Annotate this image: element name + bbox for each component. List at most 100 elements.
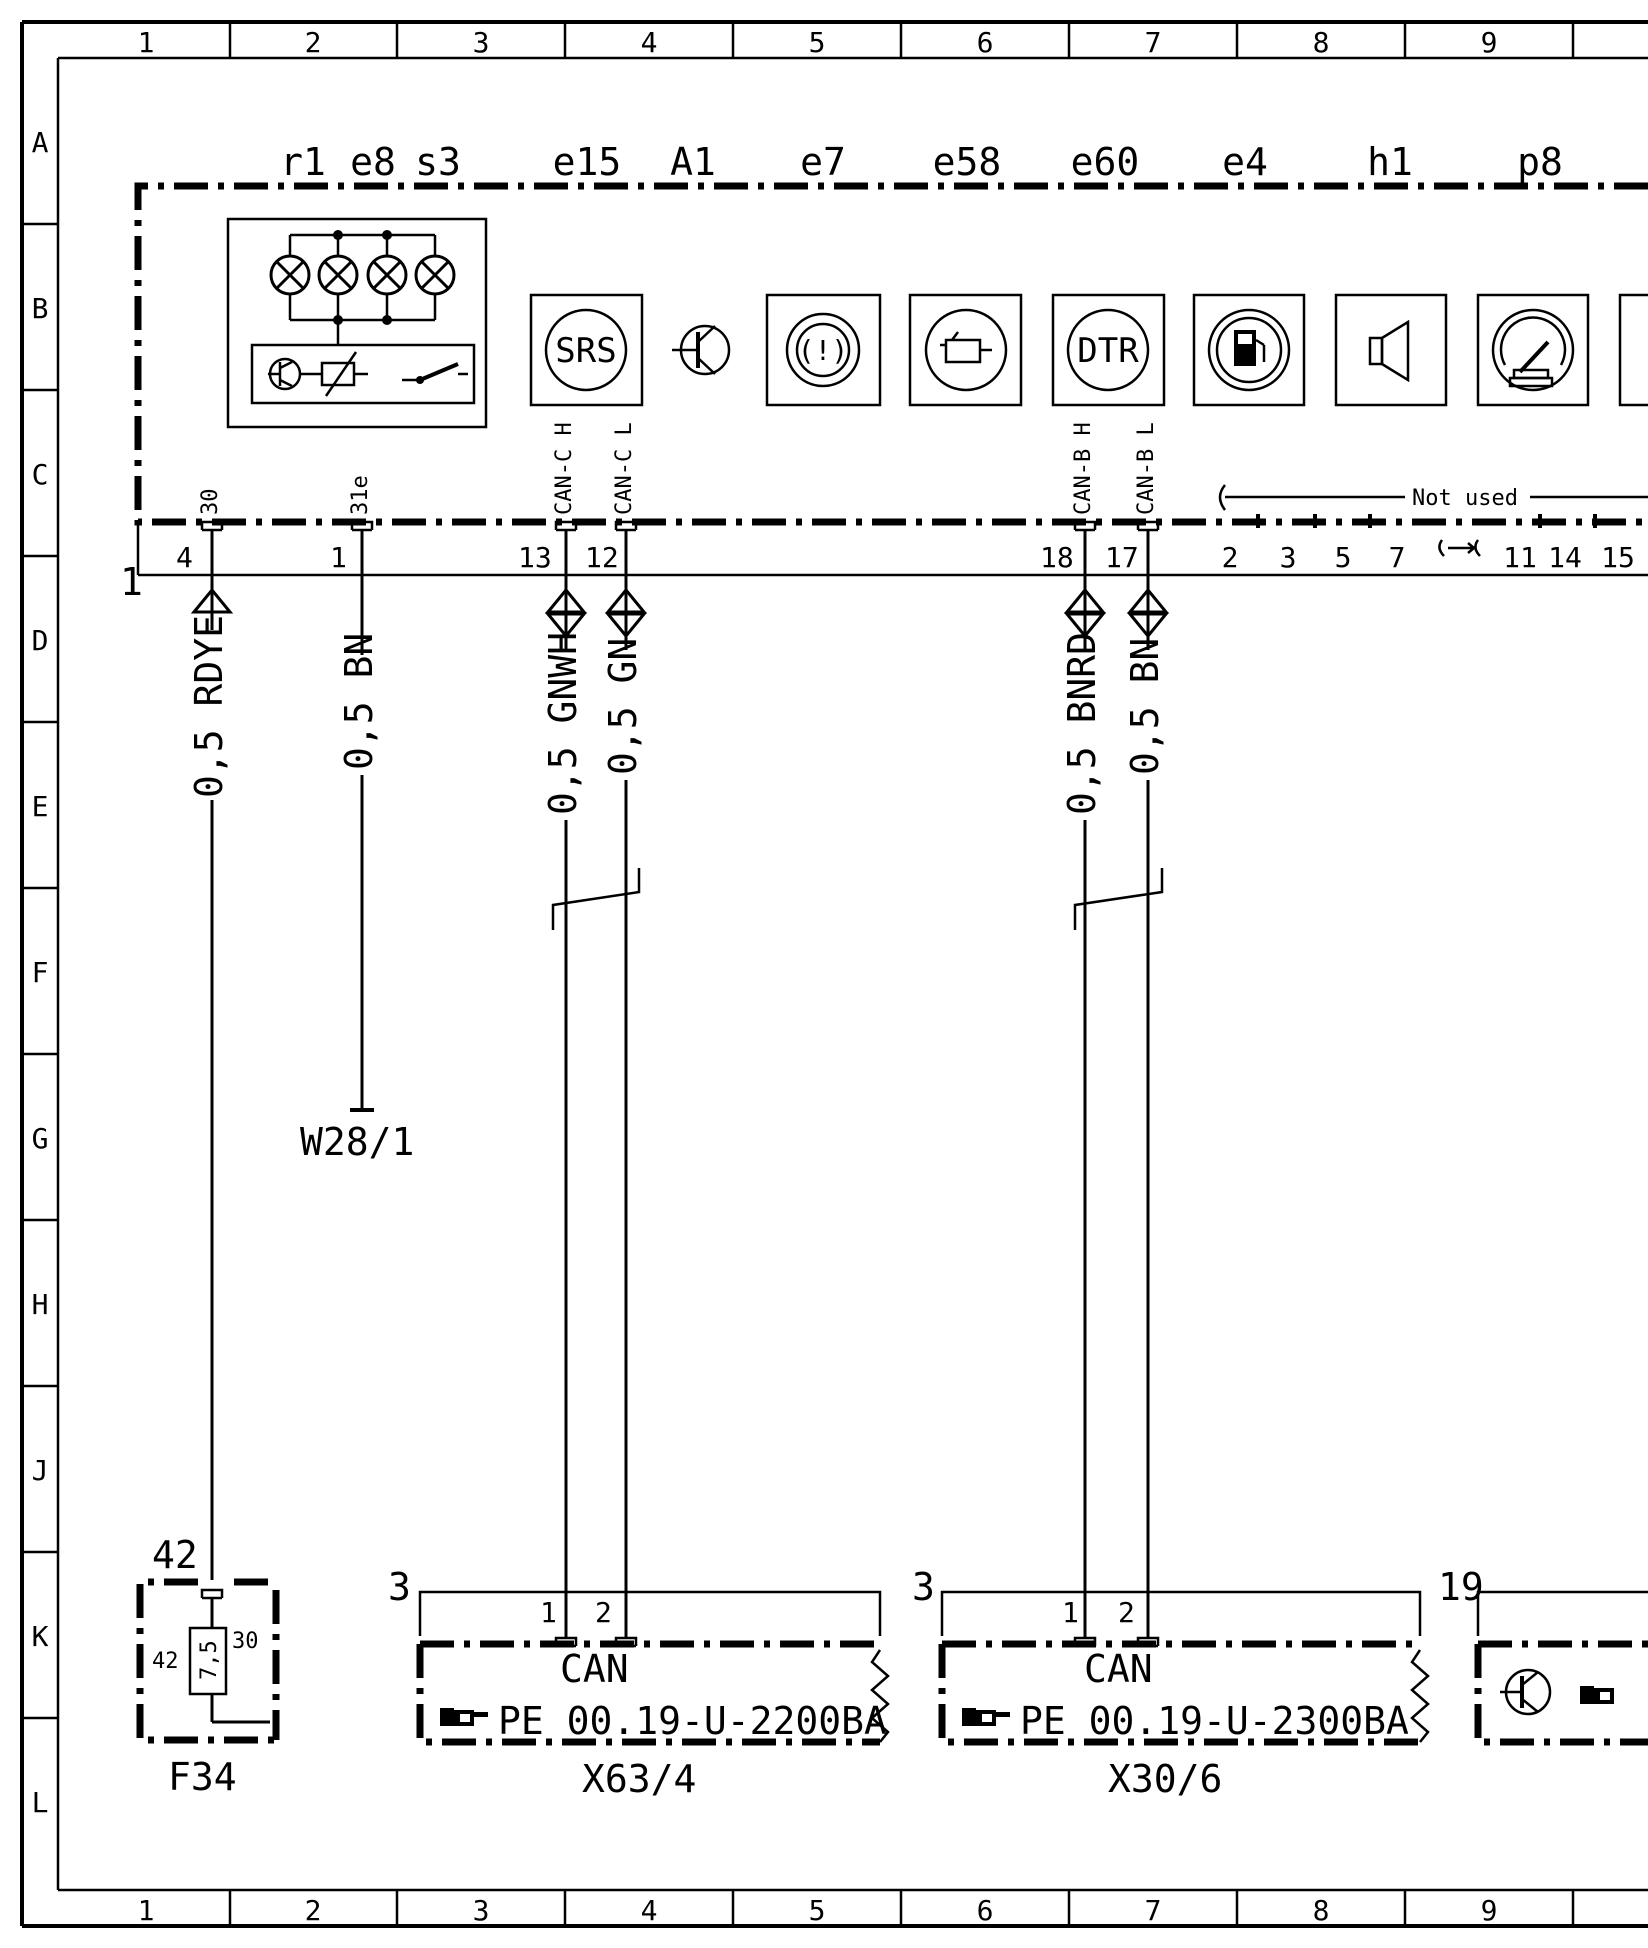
brake-warning-label: (!) [798, 334, 849, 367]
col-label-bottom: 8 [1313, 1894, 1330, 1927]
col-label-bottom: 5 [809, 1894, 826, 1927]
module-housing [134, 182, 1648, 526]
connector-x30-6: 3 1 2 CAN PE 00.19-U-2300BA X30/6 [912, 1565, 1430, 1801]
not-used-bracket: Not used [1218, 484, 1648, 511]
module-number: 1 [120, 560, 143, 604]
pin-can-b-l: CAN-B L 17 0,5 BN [1105, 422, 1170, 1638]
pin-skip-symbol [1438, 539, 1481, 557]
pin-name: CAN-B L [1134, 422, 1159, 515]
fuse-f34: 42 42 7,5 30 F34 [136, 1533, 280, 1799]
speaker-icon [1334, 293, 1448, 407]
component-code-e4: e4 [1222, 140, 1268, 184]
bidirectional-arrow-icon [544, 587, 588, 639]
col-label-bottom: 3 [473, 1894, 490, 1927]
hand-pointer-icon [1580, 1686, 1614, 1704]
pin-number: 4 [176, 541, 193, 574]
wire-label: 0,5 BN [337, 633, 381, 770]
component-code-e58: e58 [933, 140, 1002, 184]
component-code-s3: s3 [415, 140, 461, 184]
twisted-pair-marker [551, 868, 641, 930]
dtr-label: DTR [1077, 331, 1139, 371]
connector-pin: 1 [1062, 1596, 1079, 1629]
col-label-top: 6 [977, 26, 994, 59]
pin-name: CAN-B H [1071, 422, 1096, 515]
connector-id: X30/6 [1108, 1757, 1222, 1801]
pin-31e: 31e 1 0,5 BN W28/1 [300, 475, 414, 1164]
hand-pointer-icon [962, 1708, 1010, 1726]
fuse-right-label: 30 [232, 1629, 259, 1654]
srs-icon: SRS [529, 293, 644, 407]
not-used-label: Not used [1412, 486, 1518, 511]
bidirectional-arrow-icon [1126, 587, 1170, 639]
unused-pin-number: 14 [1548, 541, 1582, 574]
bidirectional-arrow-icon [604, 587, 648, 639]
fuel-icon [1192, 293, 1306, 407]
row-label: C [32, 458, 49, 491]
component-code-e7: e7 [800, 140, 846, 184]
col-label-top: 5 [809, 26, 826, 59]
pin-30: 30 4 0,5 RDYE [176, 489, 234, 1580]
row-label: F [32, 956, 49, 989]
col-label-bottom: 7 [1145, 1894, 1162, 1927]
pin-number: 13 [518, 541, 552, 574]
fuse-rating: 7,5 [197, 1640, 222, 1680]
column-grid: 1 2 3 4 5 6 7 8 9 1 2 3 4 5 6 7 8 9 [138, 22, 1575, 1927]
pin-can-b-h: CAN-B H 18 0,5 BNRD [1040, 422, 1107, 1638]
transistor-icon [1500, 1668, 1552, 1716]
component-code-e60: e60 [1071, 140, 1140, 184]
pin-name: 30 [198, 489, 223, 516]
connector-pin: 1 [540, 1596, 557, 1629]
row-label: H [32, 1288, 49, 1321]
dtr-icon: DTR [1051, 293, 1166, 407]
connector-19-partial: 19 [1438, 1565, 1648, 1746]
connector-pin: 2 [595, 1596, 612, 1629]
srs-label: SRS [555, 331, 616, 371]
hand-pointer-icon [440, 1708, 488, 1726]
cropped-icon-frame [1618, 293, 1648, 407]
col-label-top: 8 [1313, 26, 1330, 59]
twisted-pair-marker [1073, 868, 1164, 930]
wire-label: 0,5 GNWH [541, 632, 585, 815]
col-label-top: 9 [1481, 26, 1498, 59]
unused-pin-number: 15 [1601, 541, 1635, 574]
component-code-e8: e8 [350, 140, 396, 184]
connector-label: CAN [1084, 1647, 1153, 1691]
speedometer-icon [1476, 293, 1590, 407]
col-label-top: 3 [473, 26, 490, 59]
unused-pin-number: 3 [1280, 541, 1297, 574]
transistor-icon [672, 324, 731, 376]
connector-number: 3 [912, 1565, 935, 1609]
cut-edge [1410, 1649, 1430, 1743]
connector-pin: 2 [1118, 1596, 1135, 1629]
col-label-bottom: 1 [138, 1894, 155, 1927]
row-label: G [32, 1122, 49, 1155]
unused-pin-number: 11 [1503, 541, 1537, 574]
pin-name: CAN-C L [612, 422, 637, 515]
connector-number: 19 [1438, 1565, 1484, 1609]
pin-can-c-h: CAN-C H 13 0,5 GNWH [518, 422, 588, 1638]
row-label: D [32, 624, 49, 657]
fuse-id: F34 [168, 1755, 237, 1799]
wire-label: 0,5 RDYE [187, 615, 231, 798]
engine-icon [908, 293, 1023, 407]
wire-label: 0,5 BNRD [1060, 632, 1104, 815]
pin-name: 31e [348, 475, 373, 515]
row-label: A [32, 126, 49, 159]
pin-name: CAN-C H [552, 422, 577, 515]
unused-pin-number: 5 [1335, 541, 1352, 574]
connector-id: X63/4 [582, 1757, 696, 1801]
col-label-bottom: 6 [977, 1894, 994, 1927]
bidirectional-arrow-icon [1063, 587, 1107, 639]
cut-edge [870, 1649, 890, 1743]
col-label-bottom: 4 [641, 1894, 658, 1927]
pin-number: 1 [330, 541, 347, 574]
row-label: K [32, 1620, 49, 1653]
wire-label: 0,5 GN [601, 638, 645, 775]
connector-label: CAN [560, 1647, 629, 1691]
pin-can-c-l: CAN-C L 12 0,5 GN [585, 422, 648, 1638]
unused-pin-number: 2 [1222, 541, 1239, 574]
pin-number: 18 [1040, 541, 1074, 574]
wire-label: 0,5 BN [1123, 638, 1167, 775]
component-code-p8: p8 [1517, 140, 1563, 184]
